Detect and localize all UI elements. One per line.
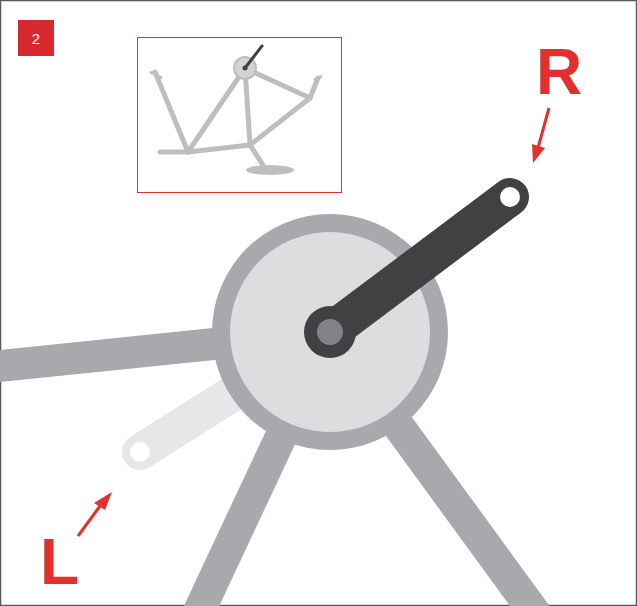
step-number: 2 xyxy=(32,30,40,47)
crank-label: L xyxy=(40,530,79,594)
step-badge: 2 xyxy=(18,20,54,56)
crank-label: R xyxy=(536,40,582,104)
